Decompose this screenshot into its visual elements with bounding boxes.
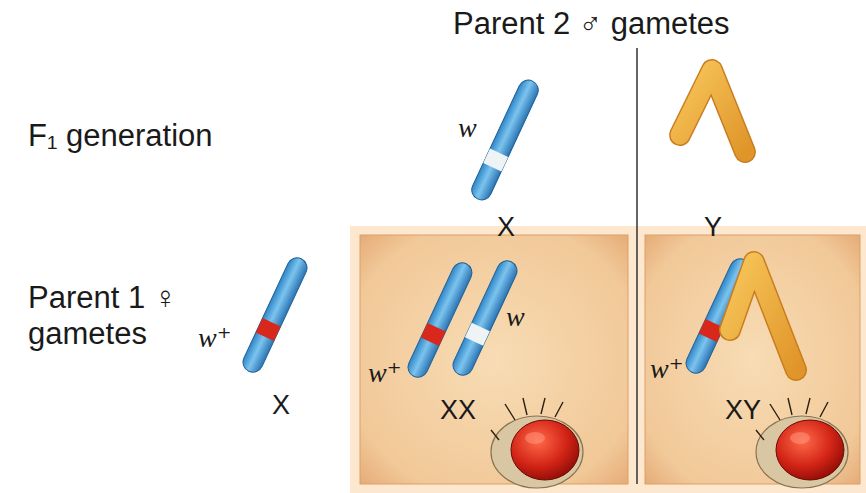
x-chromosome: [240, 255, 311, 376]
allele-label: w: [506, 301, 525, 333]
chromosome-label: X: [272, 390, 290, 421]
allele-label: w: [458, 112, 477, 144]
punnett-cell: [645, 235, 860, 484]
divider-line: [636, 48, 638, 484]
fly-eye: [756, 398, 848, 488]
x-chromosome: [468, 77, 541, 203]
punnett-cell: w⁺ wXX: [360, 235, 628, 484]
allele-label: w⁺: [198, 322, 231, 354]
chromosome-label: Y: [704, 212, 722, 243]
y-chromosome: [680, 70, 745, 152]
genotype-label: XY: [725, 395, 761, 426]
genotype-label: XX: [440, 395, 476, 426]
allele-label: w⁺: [368, 357, 401, 389]
generation-label: F₁ generation: [28, 118, 213, 154]
cross-heading: Parent 1 ♀ gametes: [28, 280, 208, 351]
fly-eye: [491, 398, 583, 488]
y-chromosome: [730, 262, 796, 370]
allele-label: w⁺: [650, 353, 683, 385]
cross-heading: Parent 2 ♂ gametes: [453, 6, 730, 42]
grid-glow: [350, 226, 866, 493]
punnett-cell: w⁺ XY: [645, 235, 860, 484]
chromosome-label: X: [497, 212, 515, 243]
